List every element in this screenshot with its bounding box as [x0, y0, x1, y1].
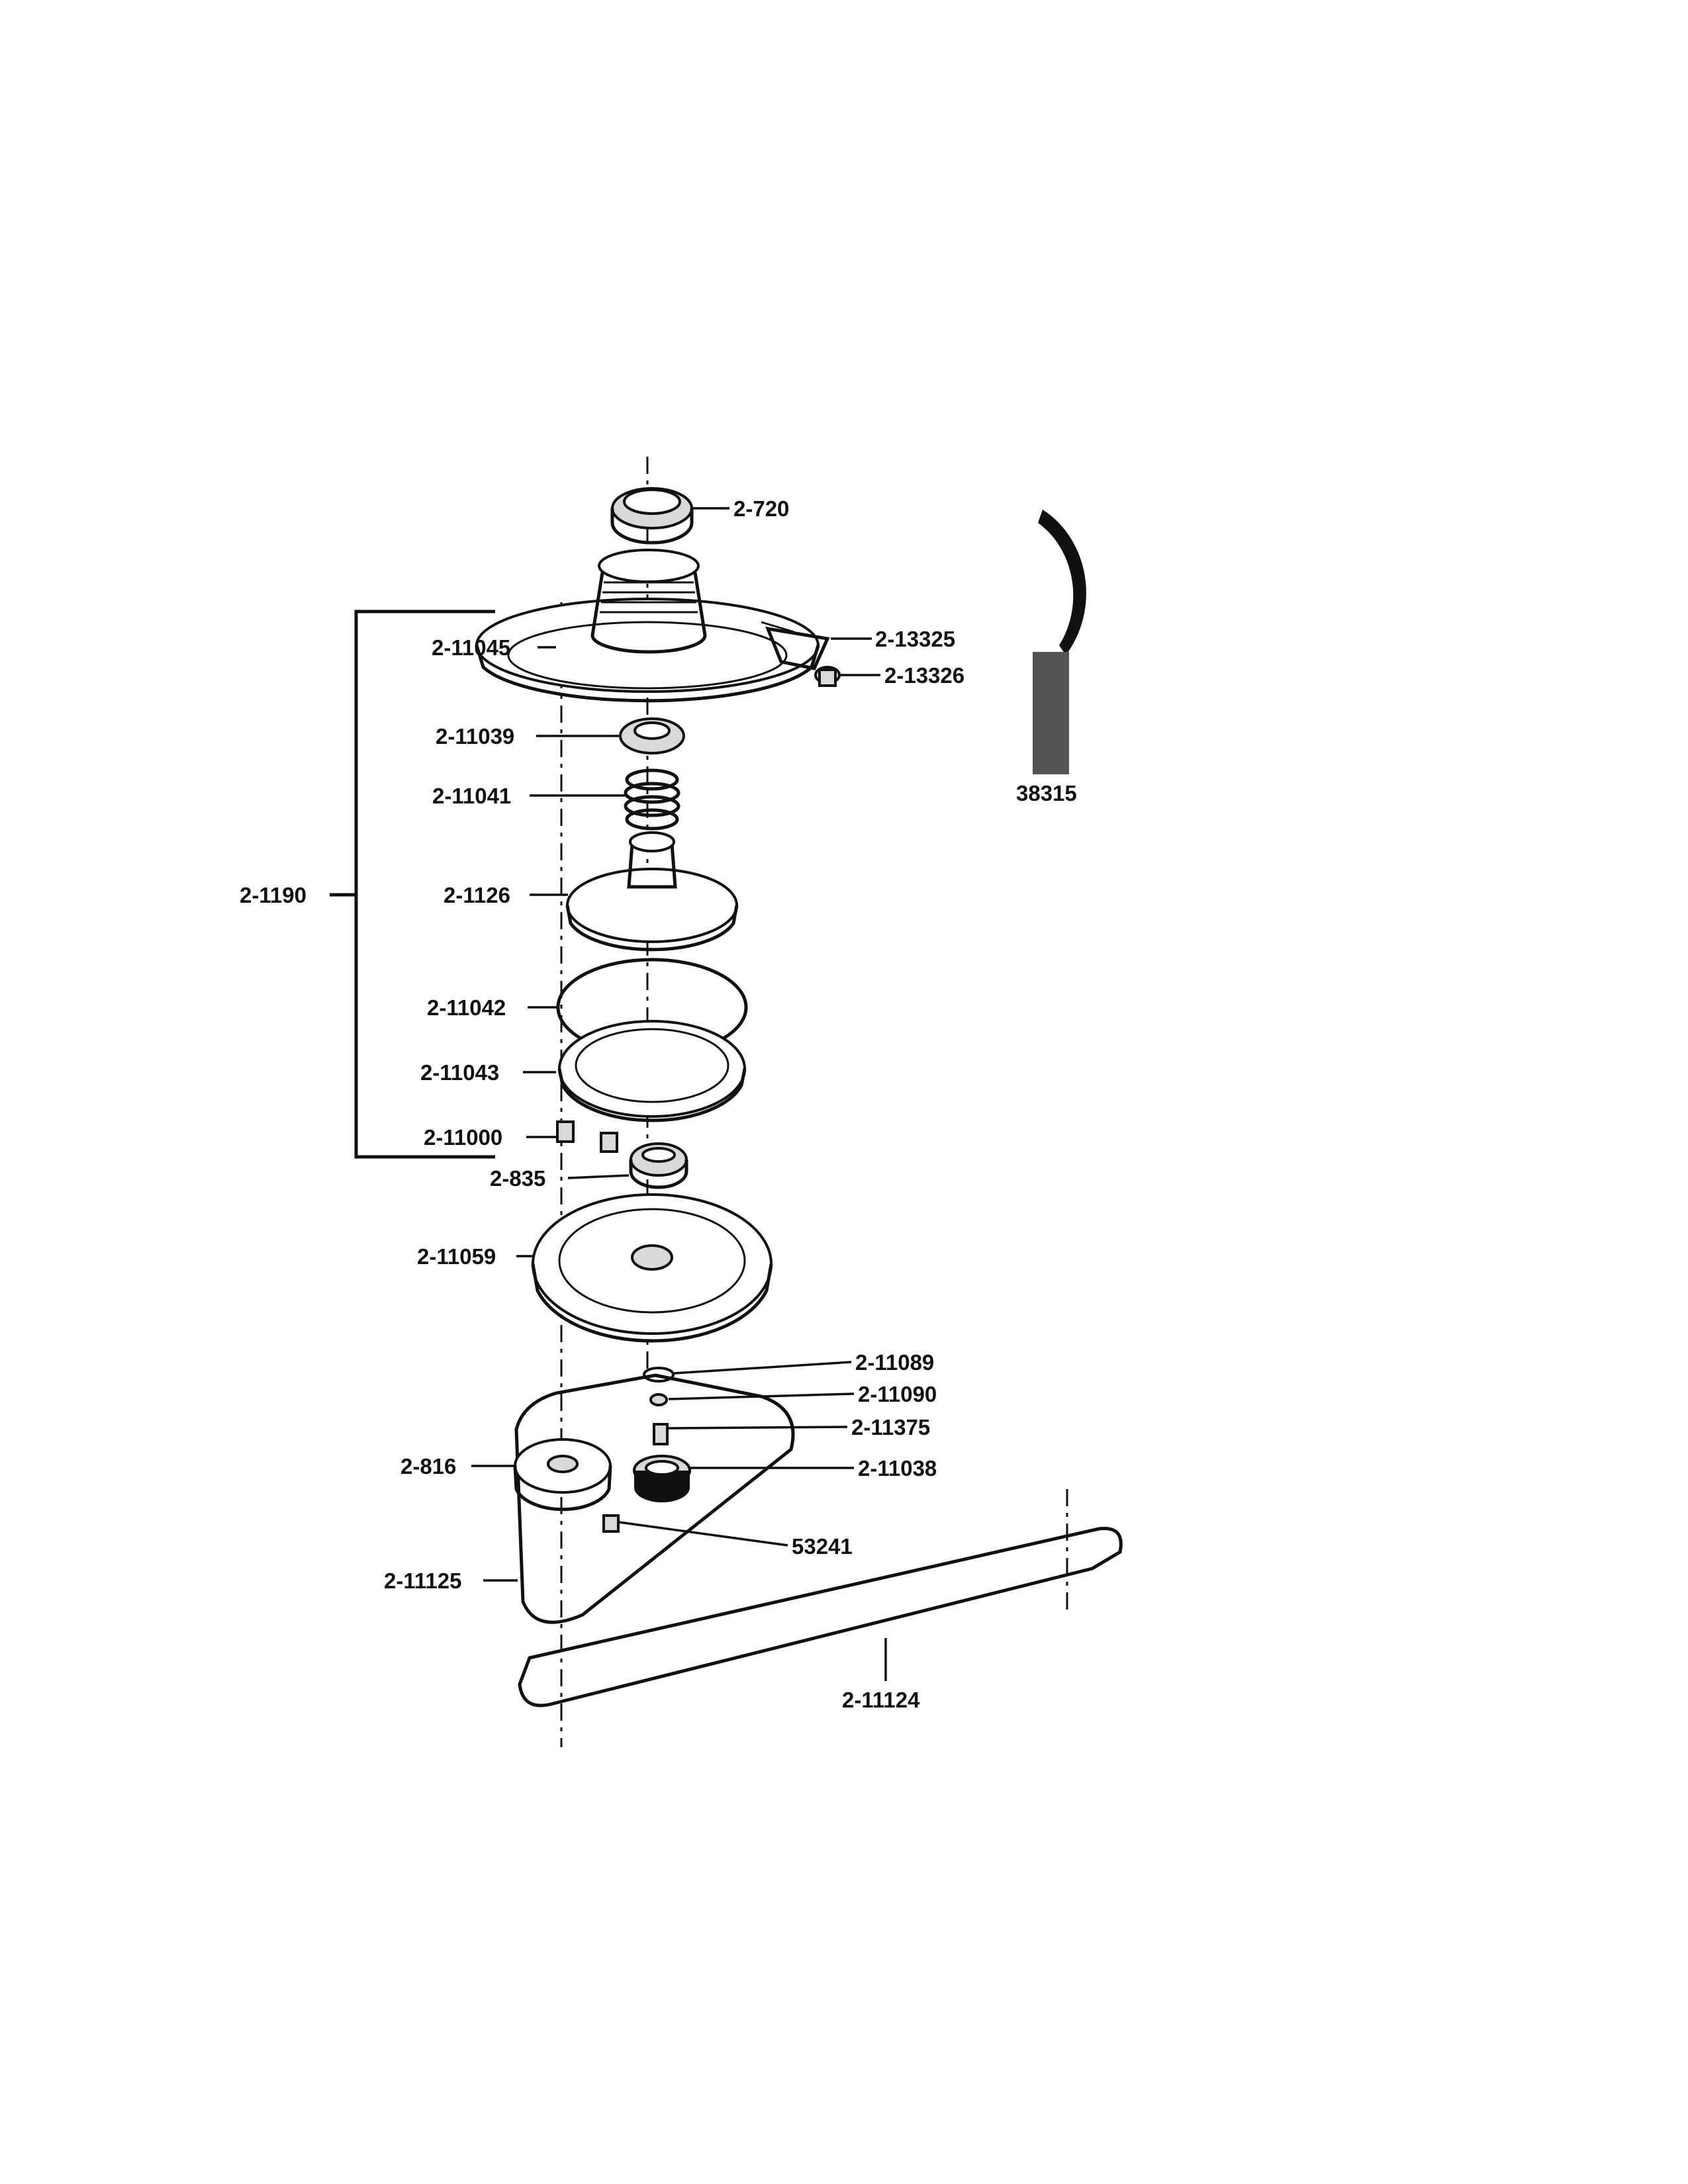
screws-2-11000 — [556, 1120, 618, 1153]
label-2-11045: 2-11045 — [432, 635, 510, 660]
screw-2-11375 — [653, 1423, 669, 1445]
seal-2-11038 — [633, 1455, 691, 1502]
seal-2-11039 — [619, 717, 685, 754]
ring-2-11043 — [557, 1020, 747, 1122]
label-2-1190: 2-1190 — [240, 883, 306, 907]
bearing-2-835 — [629, 1142, 688, 1189]
screw-2-13326 — [814, 666, 841, 687]
drive-belt-2-11125 — [514, 1373, 795, 1624]
label-2-11039: 2-11039 — [436, 724, 514, 749]
belt-2-11124 — [518, 1526, 1123, 1707]
label-2-13325: 2-13325 — [875, 627, 955, 651]
label-2-835: 2-835 — [490, 1166, 545, 1191]
clutch-2-1126 — [565, 831, 739, 952]
setscrew-53241 — [602, 1514, 620, 1533]
label-2-1126: 2-1126 — [444, 883, 510, 907]
label-2-11042: 2-11042 — [427, 995, 506, 1020]
leader-lines — [471, 507, 887, 1681]
clip-2-13325 — [761, 621, 830, 670]
label-2-11375: 2-11375 — [851, 1415, 930, 1439]
spanner-wrench-38315 — [1033, 510, 1086, 774]
pulley-2-816 — [513, 1438, 612, 1512]
washer-2-11090 — [649, 1393, 668, 1406]
label-2-11090: 2-11090 — [858, 1382, 937, 1406]
label-2-816: 2-816 — [400, 1454, 456, 1479]
housing-2-11045 — [475, 549, 820, 703]
spring-2-11041 — [624, 768, 680, 831]
label-2-11000: 2-11000 — [424, 1125, 502, 1150]
label-2-13326: 2-13326 — [884, 663, 964, 688]
pulley-2-11059 — [531, 1193, 773, 1343]
bearing-2-720 — [610, 487, 694, 545]
label-53241: 53241 — [792, 1534, 853, 1559]
label-2-11043: 2-11043 — [420, 1060, 499, 1085]
label-2-11089: 2-11089 — [855, 1350, 934, 1375]
label-2-11124: 2-11124 — [842, 1688, 920, 1712]
label-38315: 38315 — [1016, 781, 1077, 805]
label-2-11059: 2-11059 — [417, 1244, 496, 1269]
bracket-2-1190 — [354, 610, 495, 1159]
label-2-11125: 2-11125 — [384, 1569, 461, 1593]
label-2-11041: 2-11041 — [432, 784, 511, 808]
label-2-11038: 2-11038 — [858, 1456, 937, 1480]
label-2-720: 2-720 — [733, 496, 789, 521]
